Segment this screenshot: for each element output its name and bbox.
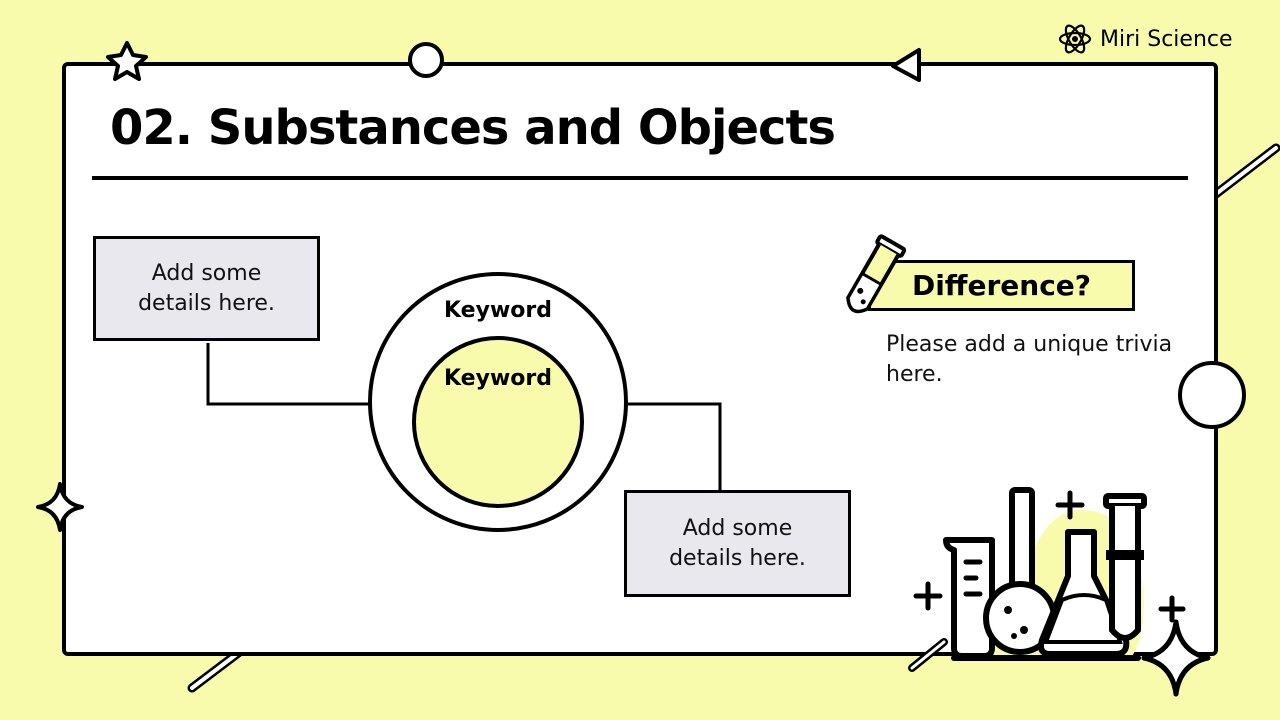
inner-keyword: Keyword [444, 366, 552, 391]
triangle-decor [891, 48, 921, 82]
brand-name: Miri Science [1100, 26, 1233, 52]
page-title: 02. Substances and Objects [110, 100, 836, 156]
star-icon [106, 41, 148, 81]
difference-heading: Difference? [911, 269, 1092, 302]
circle-decor-right [1178, 361, 1246, 429]
details-box-right: Add some details here. [624, 490, 851, 597]
sparkle-icon [1141, 619, 1211, 697]
sparkle-icon [36, 482, 84, 532]
connector-left [206, 343, 390, 406]
atom-icon [1058, 24, 1092, 54]
details-text: Add some details here. [669, 515, 806, 571]
details-text: Add some details here. [138, 260, 275, 316]
details-box-left: Add some details here. [93, 236, 320, 341]
trivia-text: Please add a unique trivia here. [886, 332, 1173, 387]
difference-heading-box: Difference? [868, 260, 1135, 311]
inner-circle [412, 336, 584, 508]
brand-logo: Miri Science [1058, 22, 1233, 56]
title-divider [92, 176, 1188, 180]
outer-keyword: Keyword [444, 298, 552, 323]
lab-glassware-icon [908, 487, 1211, 697]
test-tube-icon [846, 234, 907, 314]
circle-decor [408, 42, 444, 78]
